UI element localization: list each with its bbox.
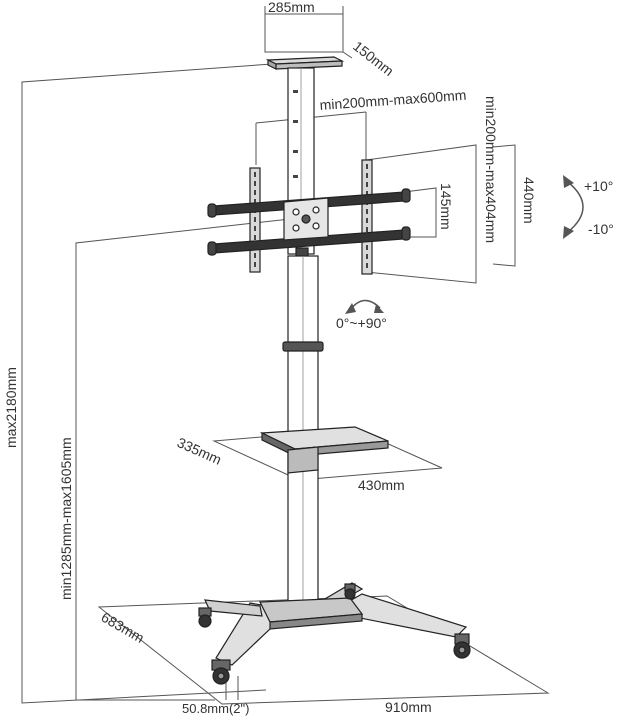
top-depth-label: 150mm xyxy=(350,38,397,79)
height-range-bracket xyxy=(75,218,291,700)
caster-back-left xyxy=(198,607,212,628)
shelf-width-label: 430mm xyxy=(358,477,405,493)
bracket-outline xyxy=(365,144,477,284)
caster-front-right xyxy=(453,633,471,659)
tilt-arrow-icon xyxy=(563,175,584,239)
base-width-label: 910mm xyxy=(385,699,432,715)
bracket-height-label: 440mm xyxy=(521,177,537,224)
caster-back-right xyxy=(344,583,356,600)
max-height-label: max2180mm xyxy=(3,367,19,448)
stand-drawing xyxy=(198,56,471,685)
vesa-vertical-label: min200mm-max404mm xyxy=(483,96,499,243)
tilt-down-label: -10° xyxy=(588,221,614,237)
lower-arm xyxy=(207,226,411,256)
top-width-label: 285mm xyxy=(268,0,315,15)
vesa-horizontal-label: min200mm-max600mm xyxy=(319,87,467,113)
arm-spacing-label: 145mm xyxy=(438,183,454,230)
height-range-label: min1285mm-max1605mm xyxy=(58,437,74,600)
base-depth-label: 683mm xyxy=(99,609,147,646)
bracket-height-dimension xyxy=(492,144,516,267)
top-plate-front xyxy=(275,60,343,70)
rotation-arrow-icon xyxy=(345,299,384,314)
dimension-labels: 285mm 150mm min200mm-max600mm min200mm-m… xyxy=(3,0,614,716)
vesa-bracket-right xyxy=(361,159,373,275)
top-depth-leader xyxy=(342,51,353,59)
caster-diameter-label: 50.8mm(2") xyxy=(182,701,249,716)
tilt-up-label: +10° xyxy=(584,178,613,194)
dimension-lines xyxy=(21,6,550,705)
caster-front-left xyxy=(211,659,231,685)
height-clamp xyxy=(282,341,324,352)
top-plate-dimension-box xyxy=(264,13,344,53)
rotation-label: 0°~+90° xyxy=(336,315,387,331)
base-leg-back-left xyxy=(204,599,263,617)
max-height-bracket xyxy=(21,63,273,704)
base xyxy=(204,582,468,666)
shelf-depth-label: 335mm xyxy=(175,434,224,468)
shelf-bracket xyxy=(287,446,319,474)
arm-spacing-dimension xyxy=(403,187,437,238)
